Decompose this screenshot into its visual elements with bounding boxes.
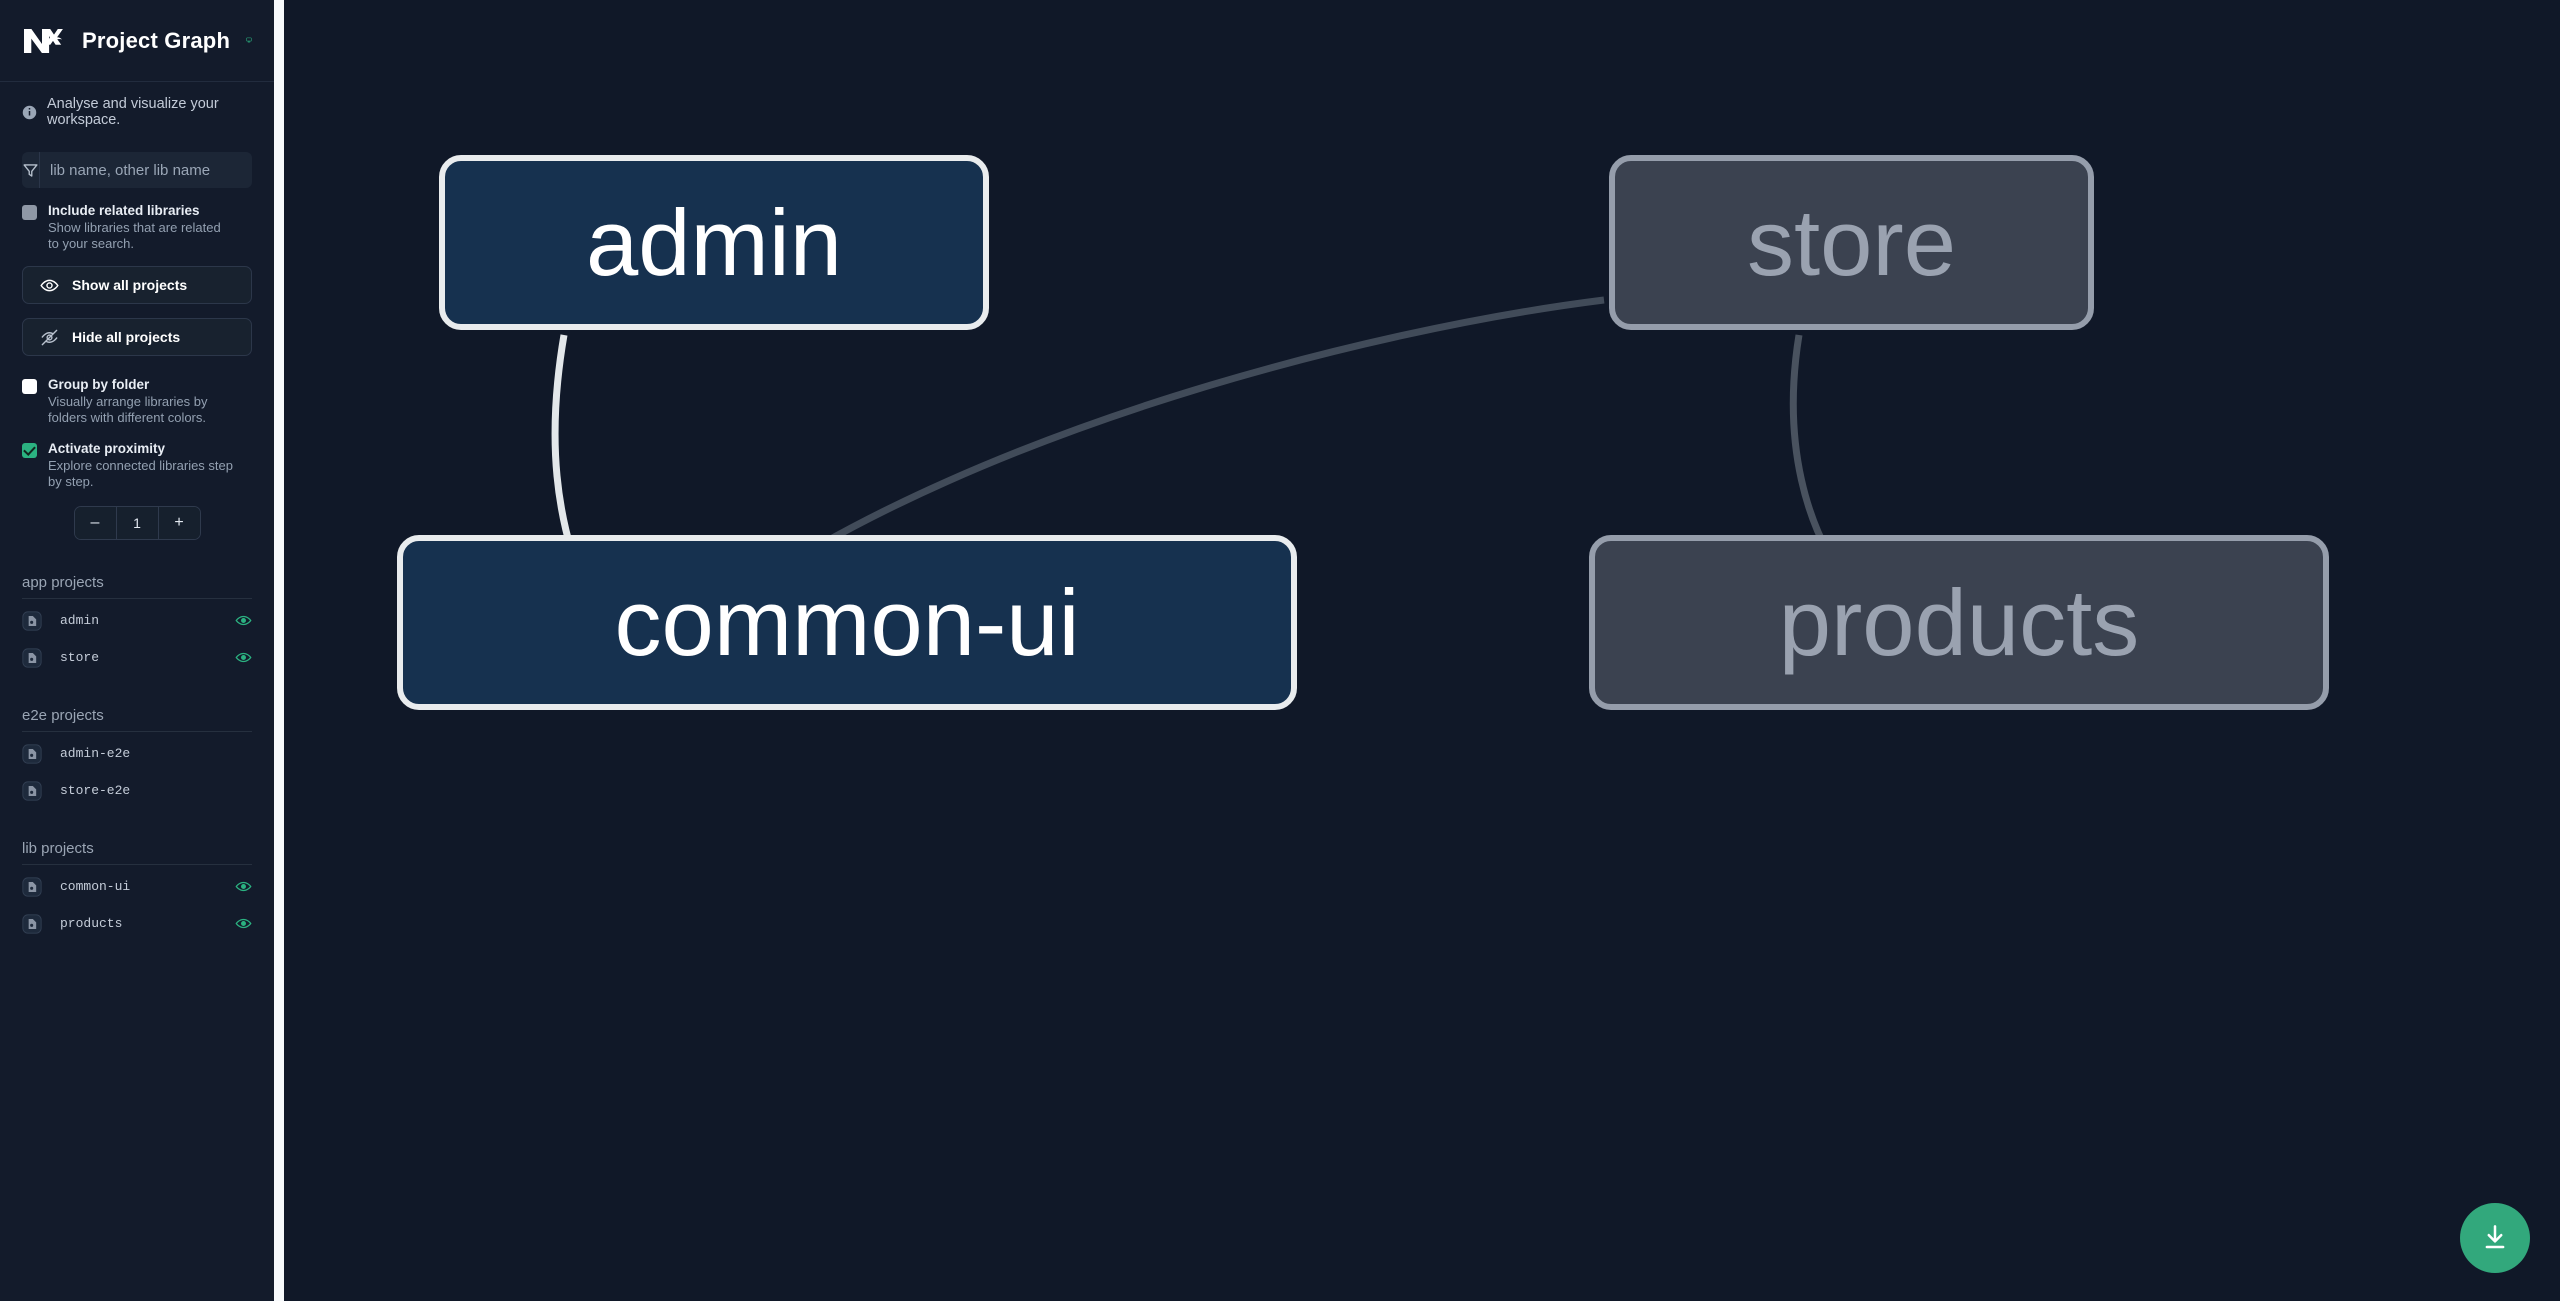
info-icon [22, 105, 37, 120]
project-name: admin [60, 613, 100, 628]
project-name: products [60, 916, 123, 931]
project-icon [22, 647, 42, 668]
nx-logo-icon [22, 21, 64, 61]
project-icon [22, 913, 42, 934]
project-groups: app projects admin store e2e projects admin-… [22, 574, 252, 939]
graph-node-common-ui[interactable]: common-ui [397, 535, 1297, 710]
project-row-admin[interactable]: admin [22, 605, 252, 636]
option-label: Activate proximity [48, 441, 166, 456]
option-description: Visually arrange libraries by folders wi… [48, 394, 208, 425]
sidebar: Project Graph Analyse and visualize your… [0, 0, 274, 1301]
project-name: common-ui [60, 879, 131, 894]
project-row-admin-e2e[interactable]: admin-e2e [22, 738, 252, 769]
group-by-folder-checkbox[interactable] [22, 379, 37, 394]
graph-node-label: store [1747, 189, 1956, 295]
option-label: Group by folder [48, 377, 150, 392]
graph-canvas[interactable]: admin store common-ui products [284, 0, 2560, 1301]
search-bar[interactable] [22, 152, 252, 188]
eye-icon [40, 276, 59, 295]
graph-node-label: admin [585, 189, 843, 295]
graph-node-admin[interactable]: admin [439, 155, 989, 330]
project-name: store [60, 650, 100, 665]
project-group-title-lib-projects: lib projects [22, 840, 252, 865]
hide-all-projects-button[interactable]: Hide all projects [22, 318, 252, 356]
graph-node-label: products [1778, 569, 2140, 675]
search-input[interactable] [40, 152, 252, 188]
show-all-projects-button[interactable]: Show all projects [22, 266, 252, 304]
project-row-common-ui[interactable]: common-ui [22, 871, 252, 902]
activate-proximity-checkbox[interactable] [22, 443, 37, 458]
project-icon [22, 743, 42, 764]
hide-all-projects-label: Hide all projects [72, 329, 181, 345]
sidebar-body: Include related libraries Show libraries… [0, 152, 274, 939]
project-name: admin-e2e [60, 746, 131, 761]
project-visibility-eye-icon[interactable] [235, 649, 252, 666]
tagline-text: Analyse and visualize your workspace. [47, 96, 219, 128]
graph-node-products[interactable]: products [1589, 535, 2329, 710]
option-label: Include related libraries [48, 203, 200, 218]
include-related-libraries-checkbox[interactable] [22, 205, 37, 220]
show-all-projects-label: Show all projects [72, 277, 188, 293]
proximity-value: 1 [115, 507, 159, 539]
proximity-decrement-button[interactable]: – [74, 507, 116, 539]
download-icon [2480, 1222, 2510, 1255]
graph-node-store[interactable]: store [1609, 155, 2094, 330]
project-name: store-e2e [60, 783, 131, 798]
option-group-by-folder[interactable]: Group by folder Visually arrange librari… [22, 376, 252, 426]
project-icon [22, 610, 42, 631]
project-row-store-e2e[interactable]: store-e2e [22, 775, 252, 806]
option-description: Show libraries that are related to your … [48, 220, 221, 251]
edge-store-to-common-ui [730, 296, 1605, 601]
graph-node-label: common-ui [614, 569, 1080, 675]
project-row-products[interactable]: products [22, 908, 252, 939]
filter-icon [22, 162, 39, 179]
project-visibility-eye-icon[interactable] [235, 612, 252, 629]
project-group-title-app-projects: app projects [22, 574, 252, 599]
filter-icon-box [22, 152, 40, 188]
project-visibility-eye-icon[interactable] [235, 878, 252, 895]
tagline: Analyse and visualize your workspace. [0, 82, 274, 136]
project-row-store[interactable]: store [22, 642, 252, 673]
project-visibility-eye-icon[interactable] [235, 915, 252, 932]
proximity-increment-button[interactable]: + [158, 507, 200, 539]
project-icon [22, 876, 42, 897]
option-description: Explore connected libraries step by step… [48, 458, 233, 489]
sidebar-header: Project Graph [0, 0, 274, 82]
page-title: Project Graph [82, 27, 231, 53]
proximity-stepper[interactable]: – 1 + [73, 506, 201, 540]
option-activate-proximity[interactable]: Activate proximity Explore connected lib… [22, 440, 252, 490]
project-group-title-e2e-projects: e2e projects [22, 707, 252, 732]
sidebar-scrollbar[interactable] [274, 0, 284, 1301]
eye-off-icon [40, 328, 59, 347]
download-image-button[interactable] [2460, 1203, 2530, 1273]
monitor-icon[interactable] [246, 30, 252, 52]
option-include-related-libraries[interactable]: Include related libraries Show libraries… [22, 202, 252, 252]
project-icon [22, 780, 42, 801]
